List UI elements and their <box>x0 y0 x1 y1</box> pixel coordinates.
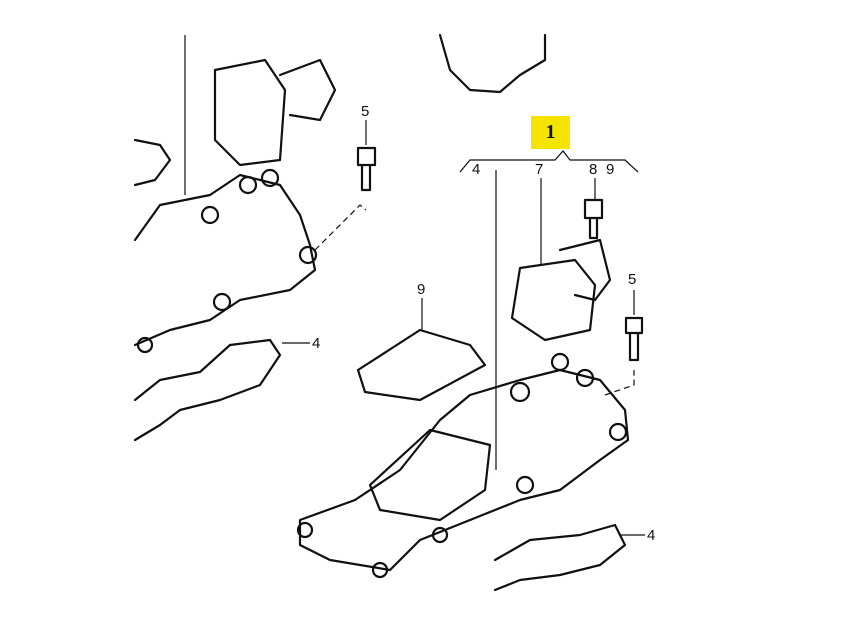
label-gasket-cover: 9 <box>417 281 426 298</box>
label-gasket-left: 4 <box>312 335 321 352</box>
group-label-7: 7 <box>535 161 544 178</box>
label-bolt-right: 5 <box>628 271 637 288</box>
flap-actuator <box>510 258 597 342</box>
group-label-4: 4 <box>472 161 481 178</box>
cover-gasket <box>356 328 487 402</box>
actuator-bracket <box>558 238 612 302</box>
group-bracket <box>459 150 639 173</box>
bolt-right <box>624 316 644 362</box>
bolt-8 <box>583 198 604 240</box>
bolt-left <box>356 146 377 192</box>
group-label-8: 8 <box>589 161 598 178</box>
group-label-9: 9 <box>606 161 615 178</box>
gasket-right <box>493 523 627 592</box>
right-intake-manifold <box>296 352 635 579</box>
callout-part-1: 1 <box>531 116 570 149</box>
left-intake-manifold <box>133 58 367 442</box>
label-bolt-left: 5 <box>361 103 370 120</box>
throttle-body <box>438 33 547 94</box>
label-gasket-right: 4 <box>647 527 656 544</box>
